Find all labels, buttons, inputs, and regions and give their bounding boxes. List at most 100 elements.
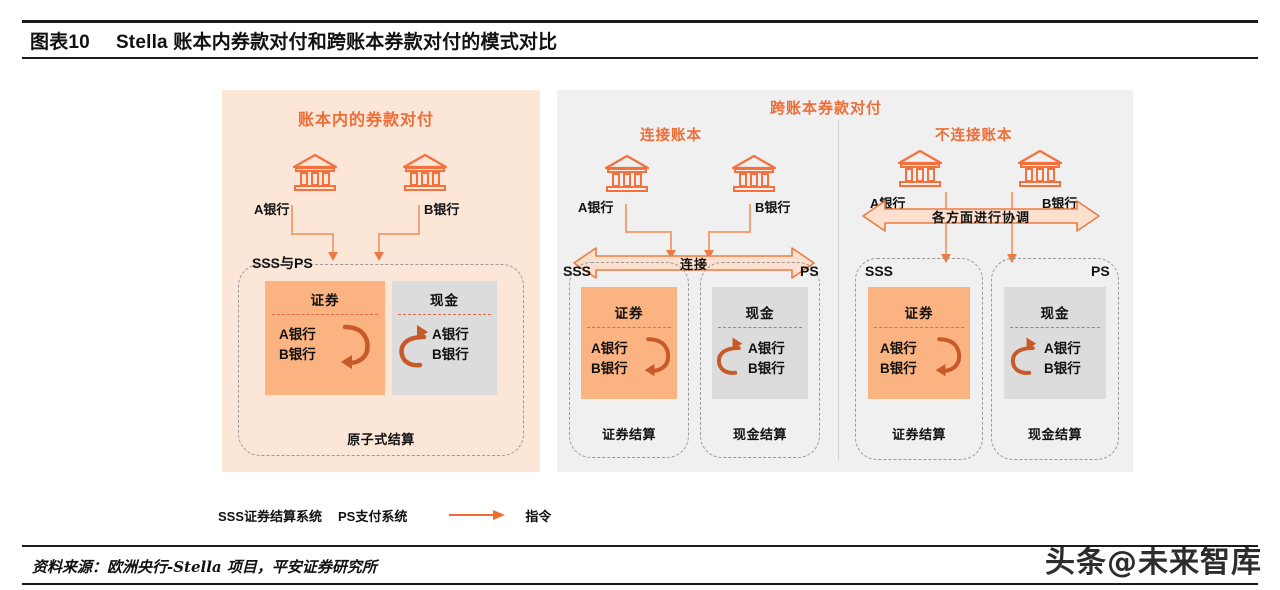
cash-divider-connected bbox=[717, 327, 803, 328]
connector-b-connected-vert bbox=[749, 204, 751, 232]
cash-banks-left: A银行 B银行 bbox=[432, 325, 469, 364]
securities-banks-notconnected: A银行 B银行 bbox=[880, 339, 917, 378]
cash-bank-b-notconnected: B银行 bbox=[1044, 360, 1081, 376]
sss-ps-footer: 原子式结算 bbox=[347, 433, 415, 448]
securities-banks-left: A银行 B银行 bbox=[279, 325, 316, 364]
right-panel-title: 跨账本券款对付 bbox=[770, 99, 883, 117]
bank-icon-a-left bbox=[292, 152, 338, 194]
ps-container-notconnected bbox=[991, 258, 1119, 460]
securities-box-left: 证券 A银行 B银行 bbox=[265, 281, 385, 395]
cash-banks-connected: A银行 B银行 bbox=[748, 339, 785, 378]
securities-divider-connected bbox=[586, 327, 672, 328]
sss-ps-label: SSS与PS bbox=[252, 255, 313, 271]
coordination-double-arrow: 各方面进行协调 bbox=[861, 198, 1101, 234]
cash-divider-notconnected bbox=[1010, 327, 1100, 328]
sss-container-notconnected bbox=[855, 258, 983, 460]
securities-divider-notconnected bbox=[874, 327, 964, 328]
page-title: 图表10 Stella 账本内券款对付和跨账本券款对付的模式对比 bbox=[30, 26, 557, 54]
connection-arrow-label: 连接 bbox=[679, 258, 708, 273]
circular-arrow-securities-connected bbox=[643, 335, 673, 377]
header-rule-top bbox=[22, 20, 1258, 23]
securities-title-left: 证券 bbox=[310, 293, 340, 309]
ps-footer-notconnected: 现金结算 bbox=[1027, 428, 1082, 443]
sss-container-connected bbox=[569, 262, 689, 458]
source-note: 资料来源：欧洲央行-Stella 项目，平安证券研究所 bbox=[32, 557, 377, 576]
securities-banks-connected: A银行 B银行 bbox=[591, 339, 628, 378]
bank-a-label-left: A银行 bbox=[254, 202, 290, 217]
legend-arrow-icon bbox=[449, 510, 507, 520]
connector-a-left-down bbox=[332, 233, 334, 256]
header-rule-bottom bbox=[22, 57, 1258, 59]
bank-icon-a-notconnected bbox=[897, 148, 943, 190]
ps-footer-connected: 现金结算 bbox=[732, 428, 787, 443]
cash-box-notconnected: 现金 A银行 B银行 bbox=[1004, 287, 1106, 399]
securities-bank-b-connected: B银行 bbox=[591, 360, 628, 376]
connection-double-arrow: 连接 bbox=[572, 245, 816, 281]
legend-ps: PS支付系统 bbox=[338, 508, 408, 524]
securities-bank-a-connected: A银行 bbox=[591, 341, 628, 356]
circular-arrow-securities-left bbox=[339, 323, 373, 369]
watermark: 头条@未来智库 bbox=[1045, 545, 1262, 580]
figure-title-text: Stella 账本内券款对付和跨账本券款对付的模式对比 bbox=[115, 31, 558, 53]
connector-b-left-down bbox=[378, 233, 380, 256]
securities-title-connected: 证券 bbox=[614, 306, 644, 322]
cash-bank-a-notconnected: A银行 bbox=[1044, 341, 1081, 356]
arrowhead-b-left bbox=[374, 252, 384, 261]
connector-b-notconnected-vert bbox=[1011, 192, 1013, 258]
cash-box-connected: 现金 A银行 B银行 bbox=[712, 287, 808, 399]
circular-arrow-cash-left bbox=[396, 323, 430, 369]
not-connected-ledger-title: 不连接账本 bbox=[935, 127, 1013, 144]
bank-a-label-connected: A银行 bbox=[578, 200, 614, 215]
cash-bank-b-connected: B银行 bbox=[748, 360, 785, 376]
securities-box-connected: 证券 A银行 B银行 bbox=[581, 287, 677, 399]
sss-label-connected: SSS bbox=[563, 263, 592, 279]
securities-bank-a-notconnected: A银行 bbox=[880, 341, 917, 356]
cash-bank-a-left: A银行 bbox=[432, 327, 469, 342]
securities-bank-b-notconnected: B银行 bbox=[880, 360, 917, 376]
ps-label-notconnected: PS bbox=[1091, 263, 1110, 279]
panel-divider bbox=[838, 120, 839, 460]
circular-arrow-cash-connected bbox=[714, 335, 744, 377]
circular-arrow-cash-notconnected bbox=[1008, 335, 1038, 377]
connector-b-connected-horiz bbox=[708, 231, 751, 233]
connector-a-left-vert bbox=[291, 205, 293, 234]
legend: SSS证券结算系统 PS支付系统 指令 bbox=[218, 505, 551, 525]
connected-ledger-title: 连接账本 bbox=[640, 127, 702, 144]
ps-label-connected: PS bbox=[800, 263, 819, 279]
coordination-arrow-label: 各方面进行协调 bbox=[931, 211, 1030, 226]
connector-b-left-vert bbox=[418, 205, 420, 234]
bank-icon-a-connected bbox=[604, 153, 650, 195]
bank-b-label-notconnected: B银行 bbox=[1042, 196, 1078, 211]
connector-b-connected-down bbox=[708, 231, 710, 254]
cash-box-left: 现金 A银行 B银行 bbox=[392, 281, 497, 395]
securities-title-notconnected: 证券 bbox=[904, 306, 934, 322]
bank-icon-b-left bbox=[402, 152, 448, 194]
connector-a-connected-horiz bbox=[625, 231, 671, 233]
arrowhead-b-connected bbox=[704, 250, 714, 259]
cash-title-notconnected: 现金 bbox=[1040, 306, 1070, 322]
footer-rule-bottom bbox=[22, 583, 1258, 585]
figure-number: 图表10 bbox=[30, 31, 90, 53]
cash-banks-notconnected: A银行 B银行 bbox=[1044, 339, 1081, 378]
connector-a-connected-vert bbox=[625, 204, 627, 232]
sss-footer-notconnected: 证券结算 bbox=[891, 428, 946, 443]
connector-a-connected-down bbox=[670, 231, 672, 254]
cash-bank-a-connected: A银行 bbox=[748, 341, 785, 356]
bank-b-label-connected: B银行 bbox=[755, 200, 791, 215]
legend-arrow-label: 指令 bbox=[525, 509, 552, 525]
cash-divider-left bbox=[398, 314, 491, 315]
legend-sss: SSS证券结算系统 bbox=[218, 508, 323, 524]
sss-ps-container bbox=[238, 264, 524, 456]
arrowhead-a-connected bbox=[666, 250, 676, 259]
securities-bank-b-left: B银行 bbox=[279, 346, 316, 362]
sss-footer-connected: 证券结算 bbox=[601, 428, 656, 443]
sss-label-notconnected: SSS bbox=[865, 263, 894, 279]
connector-a-notconnected-vert bbox=[945, 192, 947, 258]
securities-box-notconnected: 证券 A银行 B银行 bbox=[868, 287, 970, 399]
bank-icon-b-connected bbox=[731, 153, 777, 195]
cash-title-connected: 现金 bbox=[745, 306, 775, 322]
connector-a-left-horiz bbox=[291, 233, 333, 235]
bank-icon-b-notconnected bbox=[1017, 148, 1063, 190]
bank-b-label-left: B银行 bbox=[424, 202, 460, 217]
